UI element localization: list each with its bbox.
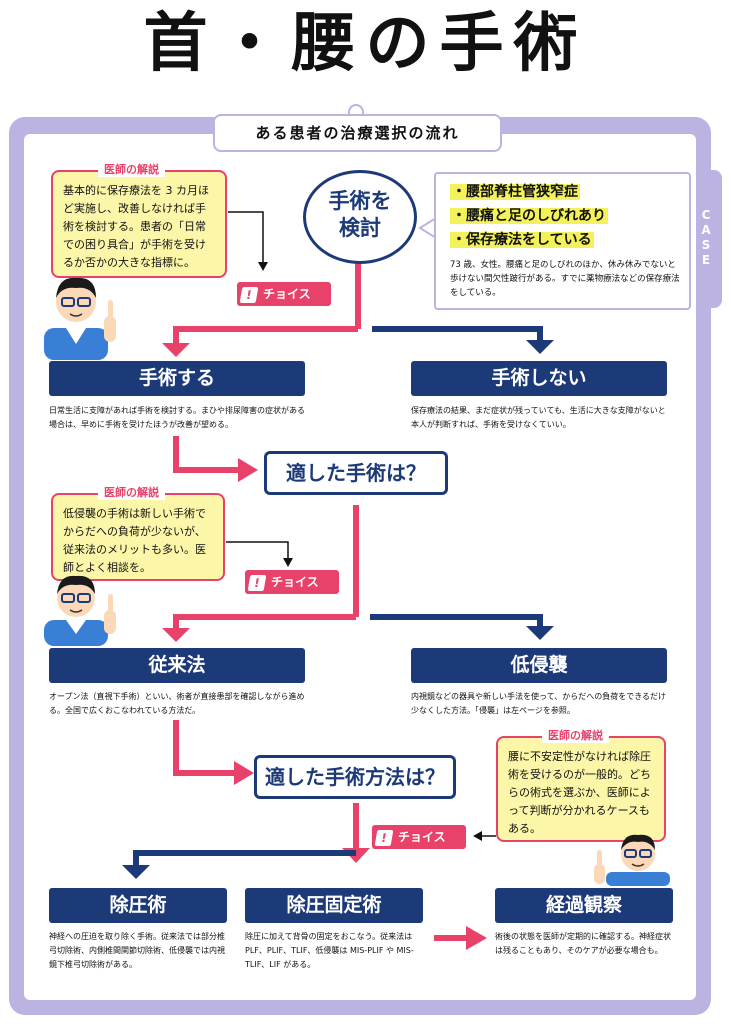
doctor-note-tag: 医師の解説: [542, 729, 609, 743]
option-decompression-fusion: 除圧固定術: [245, 888, 423, 923]
doctor-note-text: 腰に不安定性がなければ除圧術を受けるのが一般的。どちらの術式を選ぶか、医師によっ…: [508, 750, 651, 835]
connector-conventional: [173, 614, 356, 630]
doctor-avatar: [40, 568, 124, 646]
option-surgery: 手術する: [49, 361, 305, 396]
case-letter: C: [701, 208, 711, 222]
question-surgery-type: 適した手術は？: [264, 451, 448, 495]
option-observation-desc: 術後の状態を医師が定期的に確認する。神経症状は残ることもあり、そのケアが必要な場…: [495, 932, 671, 955]
arrowhead: [466, 926, 487, 950]
connector-no: [372, 326, 543, 342]
choice-badge: ! チョイス: [237, 282, 331, 306]
page-title: 首・腰の手術: [143, 7, 588, 81]
case-letter: S: [701, 238, 711, 252]
pointer-line: [226, 541, 289, 560]
arrowhead: [234, 761, 254, 785]
arrowhead-decompression: [122, 865, 150, 879]
doctor-note: 腰に不安定性がなければ除圧術を受けるのが一般的。どちらの術式を選ぶか、医師によっ…: [496, 736, 666, 842]
arrowhead-conventional: [162, 628, 190, 642]
option-conventional: 従来法: [49, 648, 305, 683]
arrowhead: [238, 458, 258, 482]
choice-badge: ! チョイス: [245, 570, 339, 594]
choice-label: チョイス: [398, 830, 446, 844]
arrowhead-yes: [162, 343, 190, 357]
patient-condition-3: ・保存療法をしている: [450, 230, 594, 250]
arrowhead-no: [526, 340, 554, 354]
connector-yes: [173, 326, 358, 345]
option-no-surgery-desc: 保存療法の結果、まだ症状が残っていても、生活に大きな支障がないと本人が判断すれば…: [411, 406, 666, 429]
choice-label: チョイス: [271, 575, 319, 589]
choice-label: チョイス: [263, 287, 311, 301]
doctor-note-text: 低侵襲の手術は新しい手術でからだへの負荷が少ないが、従来法のメリットも多い。医師…: [63, 507, 206, 574]
doctor-note-tag: 医師の解説: [98, 486, 165, 500]
pointer-arrowhead: [473, 831, 482, 841]
option-minimally-invasive: 低侵襲: [411, 648, 667, 683]
highlight: ・保存療法をしている: [450, 232, 594, 248]
option-decompression: 除圧術: [49, 888, 227, 923]
subtitle: ある患者の治療選択の流れ: [213, 114, 502, 152]
pointer-arrowhead: [283, 558, 293, 567]
patient-description: 73 歳、女性。腰痛と足のしびれのほか、休み休みでないと歩けない間欠性跛行がある…: [450, 260, 680, 298]
option-minimally-invasive-desc: 内視鏡などの器具や新しい手法を使って、からだへの負荷をできるだけ少なくした方法。…: [411, 692, 667, 715]
exclamation-icon: !: [239, 286, 259, 303]
doctor-note-tag: 医師の解説: [98, 163, 165, 177]
choice-badge: ! チョイス: [372, 825, 466, 849]
highlight: ・腰部脊柱管狭窄症: [450, 184, 580, 200]
exclamation-icon: !: [247, 574, 267, 591]
start-node: [303, 170, 417, 264]
highlight: ・腰痛と足のしびれあり: [450, 208, 608, 224]
connector-minimal: [370, 614, 543, 628]
question-surgery-method: 適した手術方法は？: [254, 755, 456, 799]
start-node-label: 手術を 検討: [328, 189, 392, 240]
arrowhead-minimal: [526, 626, 554, 640]
connector: [173, 436, 240, 473]
option-conventional-desc: オープン法（直視下手術）といい、術者が直接患部を確認しながら進める。全国で広くお…: [49, 692, 305, 715]
option-no-surgery: 手術しない: [411, 361, 667, 396]
doctor-avatar: [592, 828, 676, 886]
option-surgery-desc: 日常生活に支障があれば手術を検討する。まひや排尿障害の症状がある場合は、早めに手…: [49, 406, 305, 429]
option-decompression-fusion-desc: 除圧に加えて背骨の固定をおこなう。従来法は PLF、PLIF、TLIF、低侵襲は…: [245, 932, 414, 969]
doctor-note-text: 基本的に保存療法を 3 カ月ほど実施し、改善しなければ手術を検討する。患者の「日…: [63, 184, 209, 269]
doctor-avatar: [40, 268, 124, 360]
option-observation: 経過観察: [495, 888, 673, 923]
connector-decompression: [133, 850, 356, 867]
pointer-arrowhead: [258, 262, 268, 271]
option-decompression-desc: 神経への圧迫を取り除く手術。従来法では部分椎弓切除術、内側椎間関節切除術、低侵襲…: [49, 932, 225, 969]
case-letter: A: [701, 223, 711, 237]
doctor-note: 低侵襲の手術は新しい手術でからだへの負荷が少ないが、従来法のメリットも多い。医師…: [51, 493, 225, 581]
case-letter: E: [701, 253, 711, 267]
patient-condition-1: ・腰部脊柱管狭窄症: [450, 182, 580, 202]
pointer-line: [228, 211, 264, 262]
patient-condition-2: ・腰痛と足のしびれあり: [450, 206, 608, 226]
connector: [173, 720, 236, 776]
exclamation-icon: !: [374, 829, 394, 846]
doctor-note: 基本的に保存療法を 3 カ月ほど実施し、改善しなければ手術を検討する。患者の「日…: [51, 170, 227, 278]
